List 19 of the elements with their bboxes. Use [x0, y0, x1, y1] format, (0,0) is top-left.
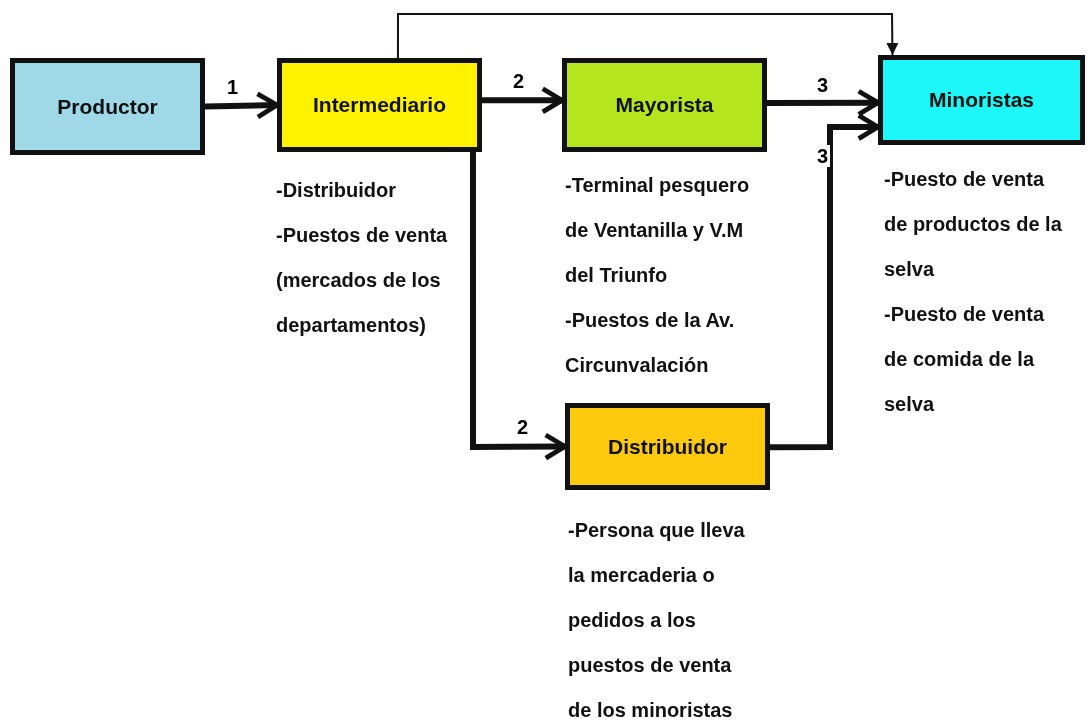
process-box	[565, 403, 770, 490]
process-box	[562, 58, 767, 152]
process-box	[10, 58, 205, 155]
note-text: -Puesto de venta de comida de la selva	[884, 302, 1046, 417]
arrow	[396, 13, 899, 59]
note-text: -Puesto de venta de productos de la selva	[884, 167, 1063, 282]
box-label: Productor	[57, 94, 158, 119]
note-text: -Persona que lleva la mercaderia o pedidos a los puestos de venta de los minoristas	[568, 518, 746, 723]
box-label: Intermediario	[312, 93, 446, 117]
note-text: -Distribuidor	[276, 178, 397, 203]
note-text: -Terminal pesquero de Ventanilla y V.M del Triunfo	[565, 173, 751, 288]
note-text: -Puestos de la Av. Circunvalación	[565, 308, 736, 378]
process-box	[277, 58, 482, 152]
process-box	[878, 55, 1085, 145]
box-label: Distribuidor	[608, 434, 727, 459]
note-text: -Puestos de venta (mercados de los departamentos)	[276, 223, 449, 338]
edge-label: 3	[815, 145, 831, 167]
box-label: Mayorista	[615, 93, 714, 117]
box-label: Minoristas	[929, 88, 1034, 112]
